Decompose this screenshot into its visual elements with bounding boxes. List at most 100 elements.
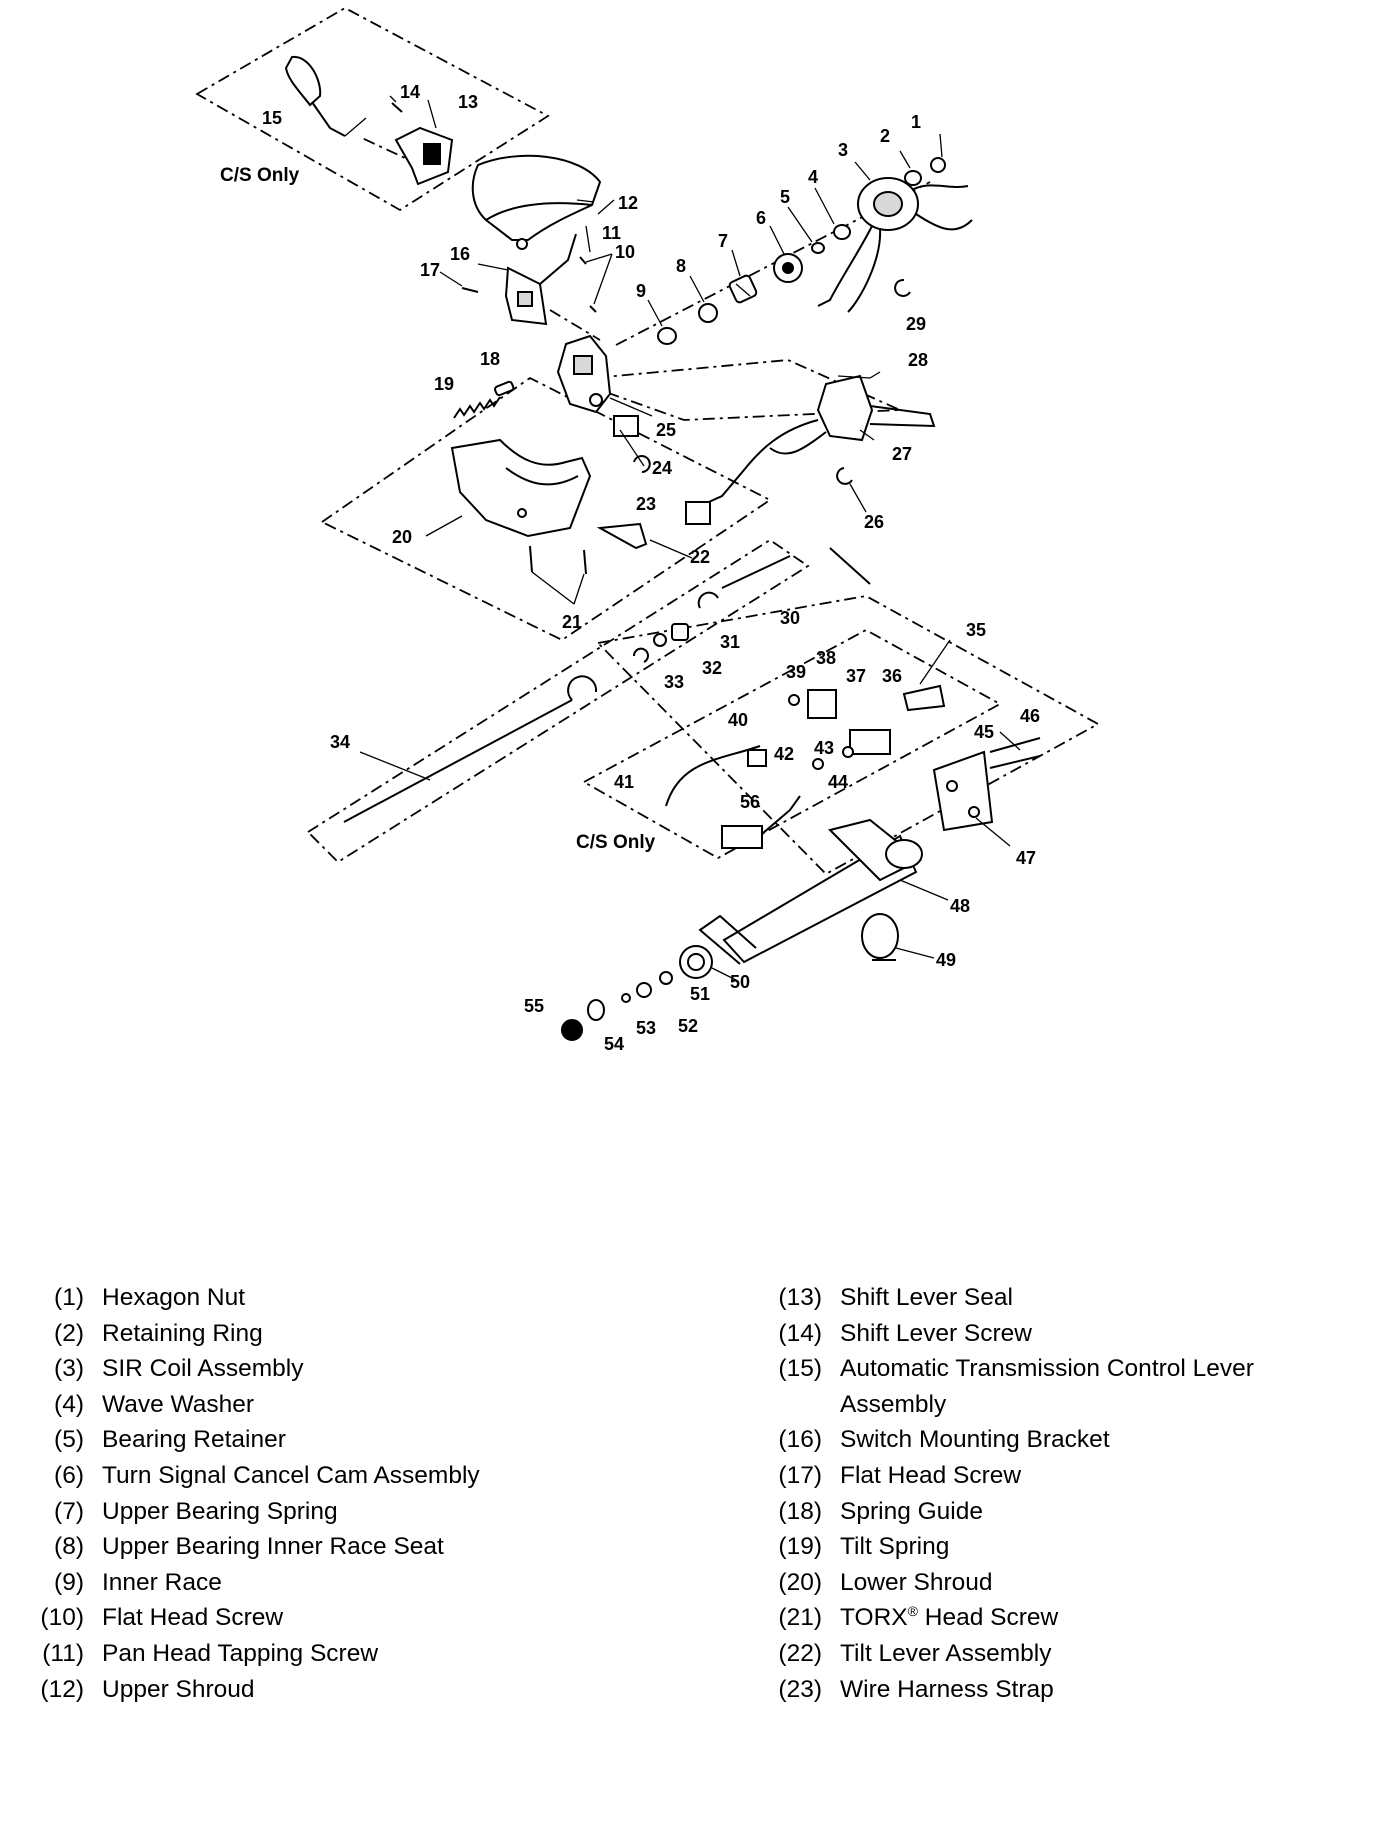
legend-item: (23) Wire Harness Strap bbox=[770, 1672, 1350, 1708]
legend-number: (4) bbox=[54, 1390, 84, 1418]
callout-23: 23 bbox=[636, 494, 656, 514]
callout-35: 35 bbox=[966, 620, 986, 640]
callout-9: 9 bbox=[636, 281, 646, 301]
legend-item: (9) Inner Race bbox=[36, 1565, 676, 1601]
callout-32: 32 bbox=[702, 658, 722, 678]
part-20-lower-shroud bbox=[450, 438, 592, 538]
callout-18: 18 bbox=[480, 349, 500, 369]
legend-label: Retaining Ring bbox=[102, 1319, 263, 1347]
legend-right-column: (13)Shift Lever Seal (14)Shift Lever Scr… bbox=[770, 1280, 1350, 1707]
legend-number: (18) bbox=[778, 1497, 822, 1525]
callout-4: 4 bbox=[808, 167, 818, 187]
callout-41: 41 bbox=[614, 772, 634, 792]
callout-43: 43 bbox=[814, 738, 834, 758]
legend-number: (19) bbox=[778, 1533, 822, 1561]
legend-label: Inner Race bbox=[102, 1568, 222, 1596]
legend-label: Tilt Lever Assembly bbox=[840, 1639, 1052, 1667]
note-cs-only-bottom: C/S Only bbox=[576, 832, 656, 853]
legend-label: Flat Head Screw bbox=[840, 1461, 1022, 1489]
legend-item: (17)Flat Head Screw bbox=[770, 1458, 1350, 1494]
callout-11: 11 bbox=[602, 223, 621, 243]
part-35-45-tilt-head-parts bbox=[788, 684, 946, 770]
part-23-wire-harness-strap bbox=[633, 455, 651, 473]
part-40-41-56-park-lock bbox=[665, 745, 801, 849]
callout-39: 39 bbox=[786, 662, 806, 682]
part-47-mounting-bracket bbox=[932, 750, 994, 832]
legend-item: (22) Tilt Lever Assembly bbox=[770, 1636, 1350, 1672]
legend-item: (6)Turn Signal Cancel Cam Assembly bbox=[36, 1458, 676, 1494]
legend-label: Hexagon Nut bbox=[102, 1284, 246, 1311]
group-outline-multifunction-switch bbox=[571, 359, 901, 421]
legend-label: SIR Coil Assembly bbox=[102, 1355, 304, 1383]
legend-item: (7)Upper Bearing Spring bbox=[36, 1494, 676, 1530]
part-29-clip bbox=[894, 278, 911, 297]
legend-item: (5) Bearing Retainer bbox=[36, 1422, 676, 1458]
part-12-upper-shroud bbox=[471, 154, 602, 250]
callout-56: 56 bbox=[740, 792, 760, 812]
legend-item: (1)Hexagon Nut bbox=[36, 1280, 676, 1316]
callout-22: 22 bbox=[690, 547, 710, 567]
callout-17: 17 bbox=[420, 260, 440, 280]
legend-label: Flat Head Screw bbox=[102, 1604, 284, 1632]
note-cs-only-top: C/S Only bbox=[220, 165, 300, 186]
callout-24: 24 bbox=[652, 458, 672, 478]
callout-40: 40 bbox=[728, 710, 748, 730]
callout-16: 16 bbox=[450, 244, 470, 264]
legend-label: Pan Head Tapping Screw bbox=[102, 1639, 379, 1667]
legend-item: (18)Spring Guide bbox=[770, 1494, 1350, 1530]
part-48-column-jacket bbox=[698, 818, 923, 965]
legend-number: (9) bbox=[54, 1568, 84, 1596]
part-8-inner-race-seat bbox=[698, 303, 718, 323]
part-32 bbox=[653, 633, 667, 647]
legend-number: (15) bbox=[778, 1355, 822, 1383]
part-3-sir-coil bbox=[817, 177, 973, 313]
callout-44: 44 bbox=[828, 772, 848, 792]
legend-number: (2) bbox=[54, 1319, 84, 1347]
legend-item: (19)Tilt Spring bbox=[770, 1529, 1350, 1565]
legend-number: (5) bbox=[54, 1426, 84, 1454]
registered-mark: ® bbox=[907, 1603, 918, 1620]
callout-5: 5 bbox=[780, 187, 790, 207]
callout-10: 10 bbox=[615, 242, 635, 262]
part-7-upper-bearing-spring bbox=[728, 274, 758, 304]
group-outline-steering-shaft bbox=[306, 538, 810, 864]
legend-item: (16)Switch Mounting Bracket bbox=[770, 1422, 1350, 1458]
callout-36: 36 bbox=[882, 666, 902, 686]
callout-26: 26 bbox=[864, 512, 884, 532]
legend-item: (21)TORX® Head Screw bbox=[770, 1600, 1350, 1636]
callout-34: 34 bbox=[330, 732, 350, 752]
legend-label: Lower Shroud bbox=[840, 1568, 993, 1596]
legend-label-torx: TORX bbox=[840, 1604, 908, 1632]
callout-51: 51 bbox=[690, 984, 710, 1004]
part-46-screws bbox=[989, 737, 1041, 769]
callout-13: 13 bbox=[458, 92, 478, 112]
legend-number: (3) bbox=[54, 1355, 84, 1383]
legend-number: (20) bbox=[778, 1568, 822, 1596]
legend-label: Wire Harness Strap bbox=[840, 1675, 1054, 1703]
callout-47: 47 bbox=[1016, 848, 1036, 868]
part-52 bbox=[636, 982, 652, 998]
part-9-inner-race bbox=[657, 327, 677, 345]
legend-number: (23) bbox=[778, 1675, 822, 1703]
legend-number: (13) bbox=[778, 1284, 822, 1311]
callout-45: 45 bbox=[974, 722, 994, 742]
legend-number: (22) bbox=[778, 1639, 822, 1667]
part-27-multifunction-switch bbox=[685, 374, 936, 525]
callout-30: 30 bbox=[780, 608, 800, 628]
part-upper-housing bbox=[556, 334, 612, 414]
legend-item: (8)Upper Bearing Inner Race Seat bbox=[36, 1529, 676, 1565]
callout-19: 19 bbox=[434, 374, 454, 394]
callout-15: 15 bbox=[262, 108, 282, 128]
legend-label: TORX® Head Screw bbox=[840, 1600, 1058, 1636]
part-2-retaining-ring bbox=[904, 170, 922, 186]
callout-20: 20 bbox=[392, 527, 412, 547]
legend-label: Shift Lever Screw bbox=[840, 1319, 1032, 1347]
legend-label: Bearing Retainer bbox=[102, 1426, 286, 1454]
callout-21: 21 bbox=[562, 612, 582, 632]
group-outline-housing-assembly bbox=[596, 595, 1100, 876]
legend-item: (10)Flat Head Screw bbox=[36, 1600, 676, 1636]
legend-label: Automatic Transmission Control Lever Ass… bbox=[840, 1355, 1254, 1418]
part-34-steering-shaft bbox=[343, 675, 598, 823]
legend-item: (20) Lower Shroud bbox=[770, 1565, 1350, 1601]
callout-42: 42 bbox=[774, 744, 794, 764]
